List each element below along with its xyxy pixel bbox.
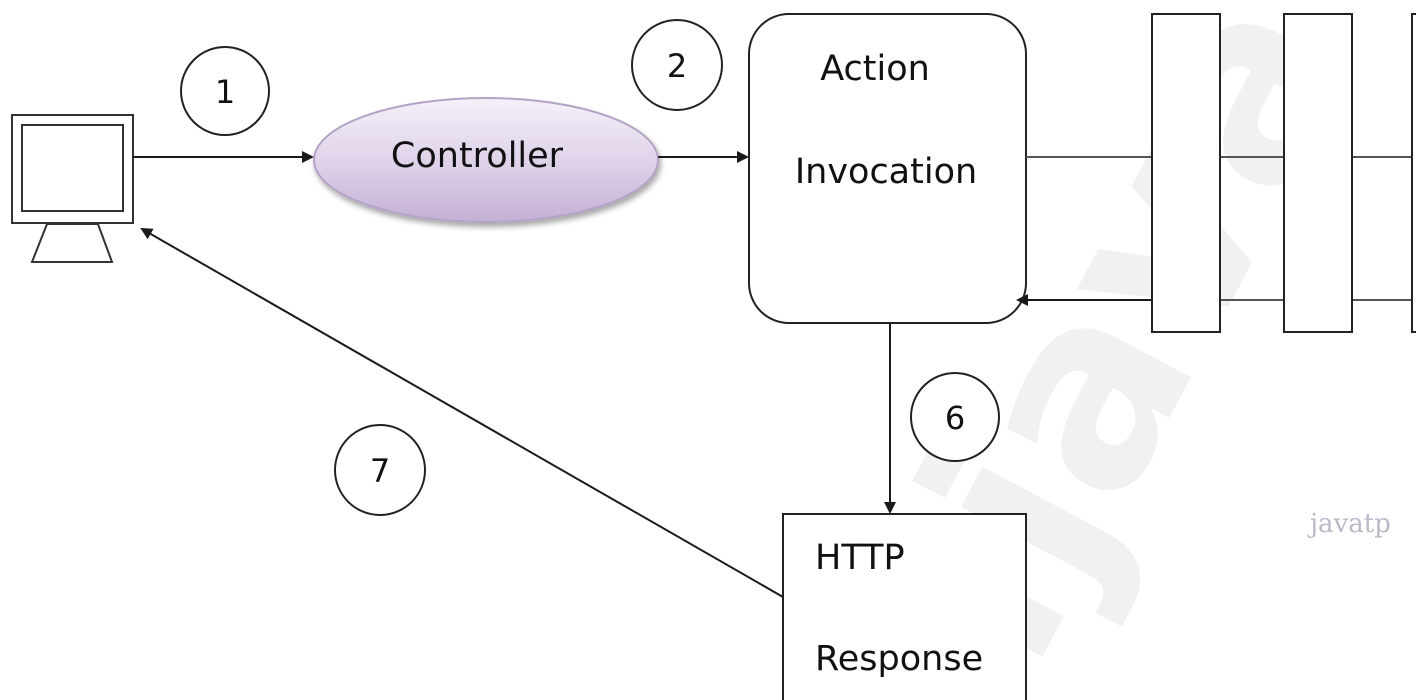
controller-label: Controller [391,136,564,176]
interceptor-box-3 [1411,13,1416,333]
step-7-label: 7 [370,452,390,490]
action-invocation-node: Action Invocation [748,13,1027,324]
step-1-badge: 1 [180,46,270,136]
step-2-badge: 2 [631,19,723,111]
action-invocation-label-line2: Invocation [795,152,977,192]
step-6-badge: 6 [910,372,1000,462]
interceptor-box-2 [1283,13,1353,333]
http-response-label-line1: HTTP [815,538,905,578]
controller-node: Controller [313,97,659,223]
watermark-small-text: javatp [1307,509,1391,539]
step-6-label: 6 [945,399,965,437]
computer-icon [11,114,134,263]
step-2-label: 2 [667,47,687,85]
step-7-badge: 7 [334,424,426,516]
action-invocation-label-line1: Action [820,49,930,89]
interceptor-chain [1016,13,1416,333]
arrow-response-to-client [140,228,784,598]
interceptor-box-1 [1151,13,1221,333]
http-response-label-line2: Response [815,639,983,679]
http-response-node: HTTP Response [782,513,1027,700]
step-1-label: 1 [215,73,235,111]
